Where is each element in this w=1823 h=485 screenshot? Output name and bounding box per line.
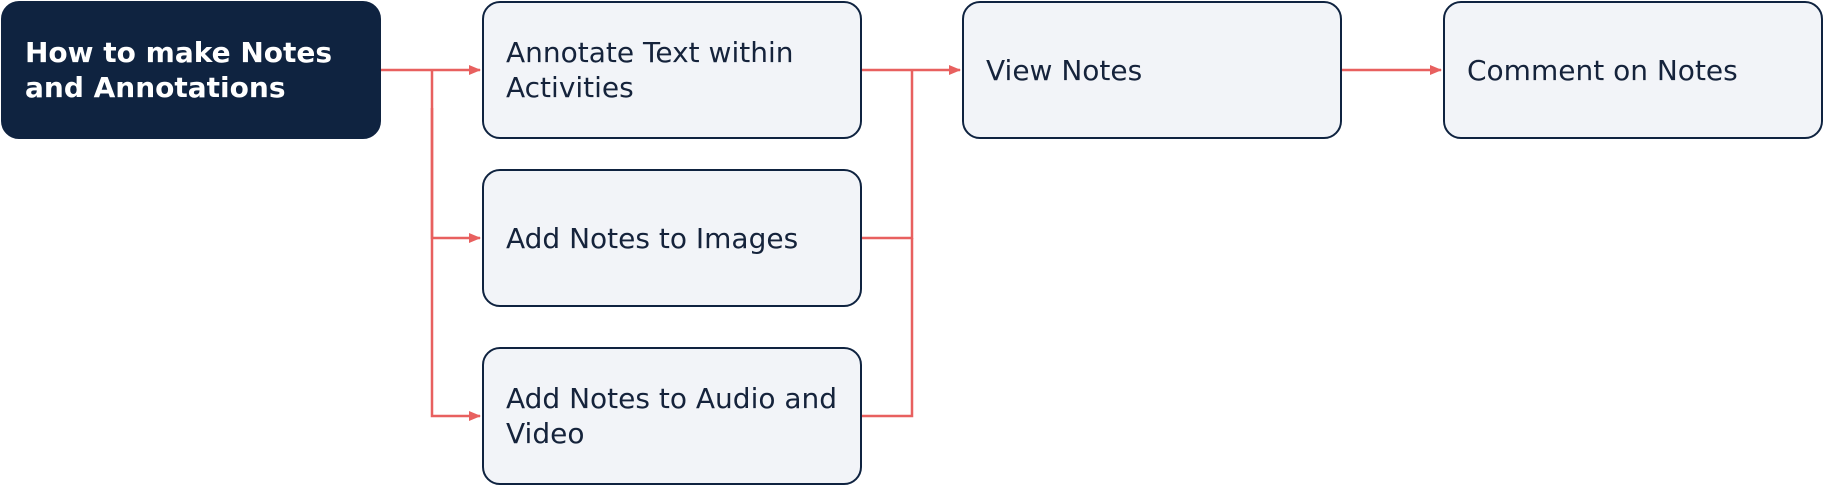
connector-start-to-images	[430, 70, 481, 243]
annotate-text-node: Annotate Text within Activities	[482, 1, 862, 139]
comment-notes-label: Comment on Notes	[1467, 53, 1738, 87]
connector-images-to-view	[862, 70, 914, 240]
notes-audio-video-node: Add Notes to Audio and Video	[482, 347, 862, 485]
annotate-text-label: Annotate Text within Activities	[506, 36, 794, 104]
connector-audio-video-to-view	[862, 238, 914, 418]
connector-start-to-audio-video	[430, 108, 481, 421]
notes-images-label: Add Notes to Images	[506, 221, 799, 255]
comment-notes-node: Comment on Notes	[1443, 1, 1823, 139]
notes-audio-video-label: Add Notes to Audio and Video	[506, 382, 838, 450]
start-node-label: How to make Notes and Annotations	[25, 36, 333, 104]
notes-images-node: Add Notes to Images	[482, 169, 862, 307]
view-notes-label: View Notes	[986, 53, 1143, 87]
start-node: How to make Notes and Annotations	[1, 1, 381, 139]
view-notes-node: View Notes	[962, 1, 1342, 139]
